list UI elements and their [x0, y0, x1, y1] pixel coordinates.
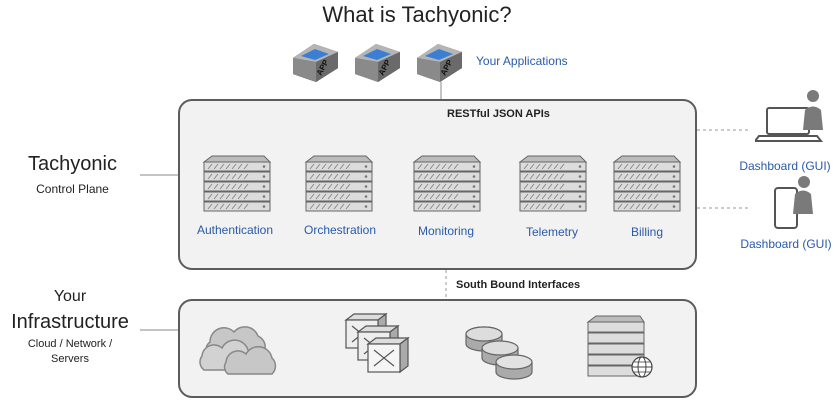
service-label-authentication: Authentication — [196, 223, 274, 237]
diagram-title: What is Tachyonic? — [322, 2, 512, 27]
southbound-label: South Bound Interfaces — [456, 279, 581, 291]
infra-line2: Infrastructure — [11, 311, 129, 333]
applications-caption: Your Applications — [476, 54, 568, 68]
app-icon-1: APP — [293, 44, 338, 82]
server-icon — [412, 155, 482, 212]
service-label-monitoring: Monitoring — [417, 224, 475, 238]
server-icon — [202, 155, 272, 212]
mobile-icon — [774, 176, 813, 229]
dashboard-mobile-label: Dashboard (GUI) — [740, 237, 832, 251]
service-label-telemetry: Telemetry — [525, 225, 578, 239]
app-icon-3: APP — [417, 44, 462, 82]
control-plane-subtitle: Control Plane — [36, 182, 109, 196]
app-icon-2: APP — [355, 44, 400, 82]
network-switch-icon — [344, 312, 410, 374]
server-icon — [612, 155, 682, 212]
dashboard-laptop-label: Dashboard (GUI) — [739, 159, 831, 173]
control-plane-name: Tachyonic — [28, 153, 117, 175]
server-globe-icon — [586, 315, 653, 378]
server-icon — [304, 155, 374, 212]
infra-line1: Your — [53, 288, 87, 305]
applications-group: APP APP APP — [290, 40, 470, 84]
infra-subtitle-2: Servers — [51, 353, 89, 365]
cloud-icon — [199, 326, 277, 375]
api-label: RESTful JSON APIs — [447, 108, 550, 120]
infra-subtitle-1: Cloud / Network / — [27, 338, 113, 350]
service-label-billing: Billing — [630, 225, 663, 239]
laptop-icon — [755, 90, 824, 142]
service-label-orchestration: Orchestration — [303, 223, 377, 237]
router-icon — [465, 326, 533, 380]
server-icon — [518, 155, 588, 212]
